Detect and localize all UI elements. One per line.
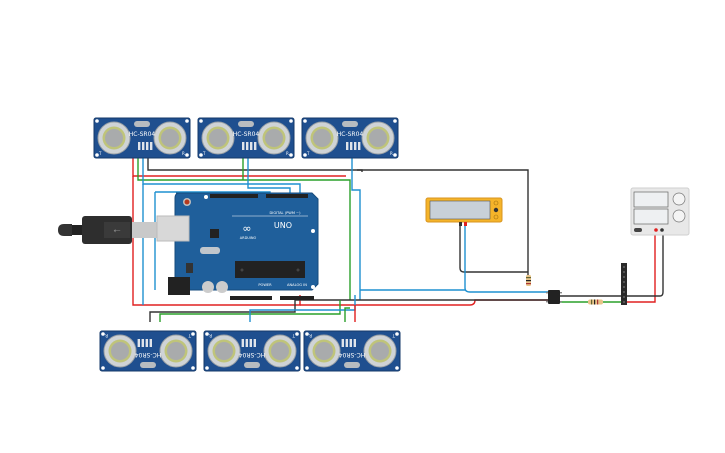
- digital-header-1: [210, 194, 258, 198]
- sensor-top-3[interactable]: HC-SR04 T R: [301, 117, 399, 159]
- wire-black-top[interactable]: [147, 158, 363, 172]
- sensor-t-label: T: [292, 333, 296, 338]
- sensor-label: HC-SR04: [239, 351, 266, 358]
- resistor-1[interactable]: [526, 275, 531, 286]
- sensor-label: HC-SR04: [339, 351, 366, 358]
- capacitor: [216, 281, 228, 293]
- power-supply[interactable]: [630, 187, 690, 236]
- sensor-r-label: R: [209, 333, 212, 338]
- wire-red-bottom[interactable]: [300, 299, 560, 306]
- mode-knob-icon[interactable]: [493, 200, 499, 206]
- sensor-r-label: R: [105, 333, 108, 338]
- capacitor: [202, 281, 214, 293]
- sensor-top-2[interactable]: HC-SR04 T R: [197, 117, 295, 159]
- mode-knob-icon[interactable]: [493, 214, 499, 220]
- analog-label: ANALOG IN: [287, 283, 307, 287]
- wire-red-top[interactable]: [132, 158, 346, 177]
- probe-red[interactable]: [464, 222, 467, 226]
- negative-terminal[interactable]: [660, 228, 664, 232]
- sensor-t-label: T: [202, 151, 206, 156]
- sensor-t-label: T: [188, 333, 192, 338]
- current-knob-icon[interactable]: [672, 209, 686, 223]
- multimeter[interactable]: [425, 197, 503, 226]
- power-switch[interactable]: [634, 228, 642, 232]
- usb-icon: ⭠: [113, 225, 120, 235]
- wires: [132, 158, 664, 322]
- sensor-r-label: R: [182, 151, 185, 156]
- wire-blue-bottom: [249, 295, 356, 322]
- usb-cable-end: [58, 224, 72, 236]
- pin-header[interactable]: [621, 263, 627, 305]
- voltage-display: [633, 191, 669, 208]
- multimeter-display: [429, 200, 491, 220]
- usb-b-port: [156, 215, 190, 242]
- wire-blue-top-2: [247, 158, 291, 196]
- wire-blue-top-3: [351, 158, 361, 300]
- resistor-2[interactable]: [588, 299, 603, 305]
- sensor-top-1[interactable]: HC-SR04 T R: [93, 117, 191, 159]
- sensor-bottom-3[interactable]: HC-SR04 T R: [303, 330, 401, 372]
- wire-green-bottom-2: [344, 307, 350, 322]
- transistor[interactable]: [546, 290, 562, 304]
- mode-knob-icon[interactable]: [493, 207, 499, 213]
- wire-blue-top[interactable]: [142, 158, 301, 196]
- sensor-label: HC-SR04: [337, 131, 364, 138]
- wire-black-meter[interactable]: [459, 222, 528, 273]
- dc-jack: [168, 277, 190, 295]
- wire-black-multimeter[interactable]: [357, 169, 529, 278]
- usb-cable[interactable]: ⭠: [58, 216, 160, 244]
- digital-header-2: [266, 194, 308, 198]
- atmega-chip: [235, 261, 305, 278]
- sensor-label: HC-SR04: [233, 131, 260, 138]
- positive-terminal[interactable]: [654, 228, 658, 232]
- sensor-t-label: T: [98, 151, 102, 156]
- sensor-bottom-2[interactable]: HC-SR04 T R: [203, 330, 301, 372]
- wire-red-psu[interactable]: [625, 232, 656, 303]
- wire-green-top[interactable]: [137, 158, 351, 186]
- arduino-uno[interactable]: DIGITAL (PWM ~) ∞ ARDUINO UNO POWER ANAL…: [156, 192, 319, 300]
- sensor-r-label: R: [286, 151, 289, 156]
- sensor-label: HC-SR04: [135, 351, 162, 358]
- sensor-label: HC-SR04: [129, 131, 156, 138]
- sensor-t-label: T: [392, 333, 396, 338]
- arduino-logo-icon: ∞: [242, 222, 251, 235]
- wire-black-psu[interactable]: [625, 232, 664, 297]
- power-label: POWER: [258, 283, 272, 287]
- wire-black-bottom: [149, 300, 296, 322]
- voltage-knob-icon[interactable]: [672, 192, 686, 206]
- arduino-model: UNO: [274, 221, 292, 230]
- sensor-bottom-1[interactable]: HC-SR04 T R: [99, 330, 197, 372]
- current-display: [633, 208, 669, 225]
- probe-black[interactable]: [459, 222, 462, 226]
- sensor-r-label: R: [309, 333, 312, 338]
- power-header: [230, 296, 272, 300]
- sensor-t-label: T: [306, 151, 310, 156]
- wire-blue-meter[interactable]: [464, 222, 548, 293]
- sensor-r-label: R: [390, 151, 393, 156]
- usb-connector: [132, 222, 160, 238]
- digital-label: DIGITAL (PWM ~): [270, 211, 302, 215]
- arduino-brand: ARDUINO: [240, 236, 257, 240]
- analog-header: [280, 296, 314, 300]
